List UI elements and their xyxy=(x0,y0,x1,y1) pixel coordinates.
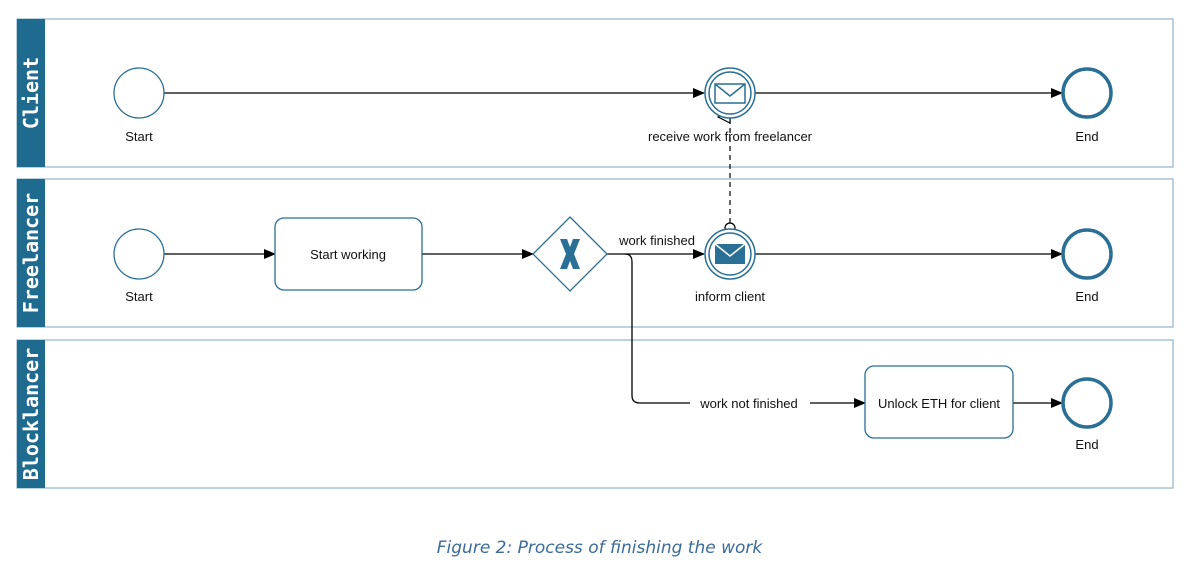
lane-title-client: Client xyxy=(19,57,43,129)
flow-work-not-finished-label: work not finished xyxy=(699,396,798,411)
freelancer-start-label: Start xyxy=(125,289,153,304)
client-receive-message-event xyxy=(704,67,756,119)
lane-header-client xyxy=(17,19,45,167)
lane-header-blocklancer xyxy=(17,340,45,488)
envelope-filled-icon xyxy=(714,243,746,264)
exclusive-gateway xyxy=(532,216,608,292)
client-start-event xyxy=(113,67,165,119)
envelope-outline-icon xyxy=(714,83,746,104)
lane-title-freelancer: Freelancer xyxy=(19,193,43,313)
client-start-label: Start xyxy=(125,129,153,144)
task-unlock-eth xyxy=(864,365,1014,439)
figure-caption: Figure 2: Process of finishing the work xyxy=(436,538,763,558)
client-receive-label: receive work from freelancer xyxy=(648,129,813,144)
x-icon xyxy=(560,239,580,269)
flow-work-finished-label: work finished xyxy=(618,233,695,248)
task-start-working-label: Start working xyxy=(310,247,386,262)
freelancer-inform-label: inform client xyxy=(695,289,765,304)
freelancer-inform-message-event xyxy=(704,228,756,280)
freelancer-end-event xyxy=(1061,228,1113,280)
task-unlock-eth-label: Unlock ETH for client xyxy=(878,396,1000,411)
freelancer-end-label: End xyxy=(1075,289,1098,304)
lane-header-freelancer xyxy=(17,179,45,327)
bpmn-diagram: Client Freelancer Blocklancer Start rece… xyxy=(16,18,1174,489)
blocklancer-end-event xyxy=(1061,377,1113,429)
lane-title-blocklancer: Blocklancer xyxy=(19,348,43,480)
blocklancer-end-label: End xyxy=(1075,437,1098,452)
task-start-working xyxy=(274,217,423,291)
freelancer-start-event xyxy=(113,228,165,280)
client-end-label: End xyxy=(1075,129,1098,144)
client-end-event xyxy=(1061,67,1113,119)
flow-work-not-finished-part1 xyxy=(624,253,690,404)
